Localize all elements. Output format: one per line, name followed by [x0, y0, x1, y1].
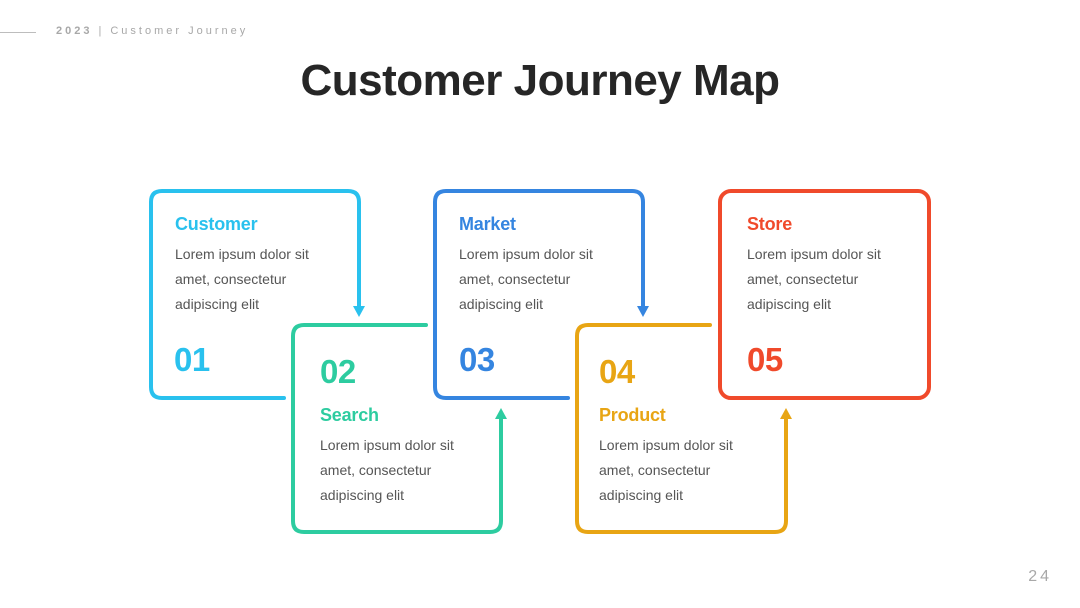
step-05-text: Store Lorem ipsum dolor sit amet, consec… [747, 214, 881, 317]
header: 2023 | Customer Journey [56, 25, 248, 37]
step-04-description: Lorem ipsum dolor sit amet, consectetur … [599, 437, 733, 503]
header-rule [0, 32, 36, 33]
page-title: Customer Journey Map [300, 56, 780, 105]
header-subtitle: Customer Journey [110, 25, 249, 37]
step-01-description: Lorem ipsum dolor sit amet, consectetur … [175, 246, 309, 312]
step-05-frame [718, 189, 931, 400]
step-01-text: Customer Lorem ipsum dolor sit amet, con… [175, 214, 309, 317]
page-number: 24 [1028, 568, 1052, 585]
step-04-frame [575, 323, 788, 534]
step-02-number: 02 [320, 353, 356, 390]
step-05-description: Lorem ipsum dolor sit amet, consectetur … [747, 246, 881, 312]
step-04-arrowhead [780, 408, 792, 419]
step-02-label: Search [320, 405, 379, 425]
step-04-number: 04 [599, 353, 635, 390]
step-01-frame [149, 189, 361, 400]
step-02-text: Search Lorem ipsum dolor sit amet, conse… [320, 405, 454, 508]
step-01-arrowhead [353, 306, 365, 317]
step-03-description: Lorem ipsum dolor sit amet, consectetur … [459, 246, 593, 312]
step-03-arrowhead [637, 306, 649, 317]
step-04-text: Product Lorem ipsum dolor sit amet, cons… [599, 405, 733, 508]
step-02-description: Lorem ipsum dolor sit amet, consectetur … [320, 437, 454, 503]
step-03-label: Market [459, 214, 516, 234]
step-03-number: 03 [459, 341, 495, 378]
step-04-label: Product [599, 405, 666, 425]
step-02-frame [291, 323, 503, 534]
step-03-frame [433, 189, 645, 400]
step-02-arrowhead [495, 408, 507, 419]
header-year: 2023 [56, 25, 93, 37]
step-03-text: Market Lorem ipsum dolor sit amet, conse… [459, 214, 593, 317]
step-01-number: 01 [174, 341, 210, 378]
step-01-label: Customer [175, 214, 258, 234]
header-separator: | [98, 25, 105, 37]
step-05-label: Store [747, 214, 793, 234]
step-05-number: 05 [747, 341, 783, 378]
